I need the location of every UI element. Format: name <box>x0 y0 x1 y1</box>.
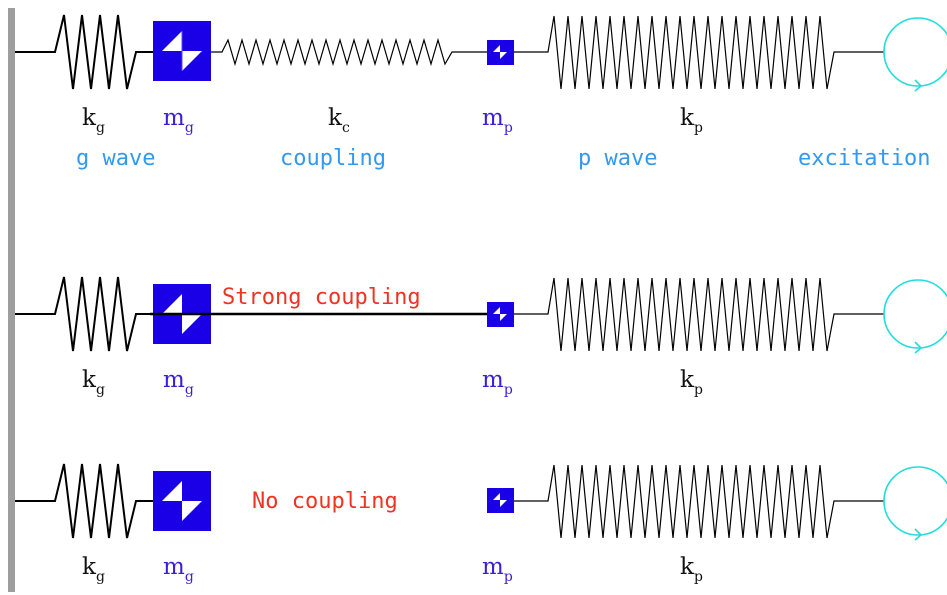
row-2-note-strong-coupling: Strong coupling <box>222 285 421 310</box>
row-1-label-kp: kp <box>680 105 703 136</box>
caption-excitation: excitation <box>798 146 930 171</box>
row-2-excitation-arrowhead <box>914 341 923 354</box>
row-3-system: No coupling kg mg mp kp <box>15 463 947 585</box>
row-1-label-mp: mp <box>482 105 513 136</box>
row-3-label-kp: kp <box>680 554 703 585</box>
row-1-spring-kg <box>15 14 153 90</box>
row-3-note-no-coupling: No coupling <box>252 489 398 514</box>
row-3-spring-kp <box>514 464 884 539</box>
row-3-label-kg: kg <box>82 554 105 585</box>
fixed-wall <box>8 8 15 592</box>
row-2-label-kp: kp <box>680 367 703 398</box>
row-1-mass-mp <box>487 40 514 65</box>
row-2-label-mp: mp <box>482 367 513 398</box>
row-1-label-kg: kg <box>82 105 105 136</box>
caption-coupling: coupling <box>280 146 386 171</box>
row-3-label-mp: mp <box>482 554 513 585</box>
row-1-spring-kp <box>514 15 884 90</box>
row-3-spring-kg <box>15 463 153 539</box>
row-1-system: kg mg kc mp kp g wave coupling p wave ex… <box>15 14 947 171</box>
caption-g-wave: g wave <box>76 146 155 171</box>
row-3-excitation-arrowhead <box>914 528 923 541</box>
row-2-spring-kg <box>15 276 153 352</box>
row-3-mass-mg <box>153 471 211 531</box>
row-1-excitation-loop <box>883 17 947 87</box>
row-1-excitation-arrowhead <box>914 79 923 92</box>
row-1-mass-mg <box>153 21 211 81</box>
row-3-excitation-loop <box>883 466 947 536</box>
row-3-label-mg: mg <box>163 554 194 585</box>
row-2-spring-kp <box>514 277 884 352</box>
row-3-mass-mp <box>487 488 514 513</box>
row-1-spring-kc <box>211 37 487 67</box>
row-2-excitation-loop <box>883 279 947 349</box>
row-2-label-mg: mg <box>163 367 194 398</box>
row-2-mass-mp <box>487 302 514 327</box>
row-2-system: Strong coupling kg mg mp kp <box>15 276 947 398</box>
row-1-label-mg: mg <box>163 105 194 136</box>
row-1-label-kc: kc <box>328 105 350 136</box>
caption-p-wave: p wave <box>578 146 657 171</box>
row-2-label-kg: kg <box>82 367 105 398</box>
